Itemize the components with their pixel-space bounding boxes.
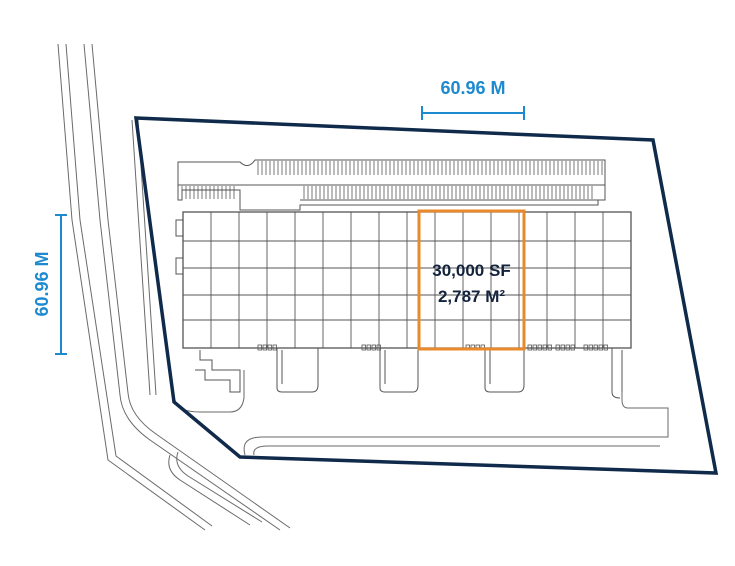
building-footprint bbox=[175, 211, 632, 349]
highlight-area-sf: 30,000 SF bbox=[432, 261, 510, 280]
scale-label-vertical: 60.96 M bbox=[32, 251, 52, 316]
parking-strip bbox=[177, 159, 606, 211]
highlight-area-outline bbox=[417, 209, 526, 351]
loading-docks bbox=[195, 348, 623, 399]
highlight-area-m2: 2,787 M² bbox=[438, 287, 505, 306]
site-boundary bbox=[133, 116, 719, 475]
scale-bar-vertical bbox=[55, 214, 67, 355]
column-grid bbox=[183, 212, 631, 348]
drive-aisle bbox=[174, 360, 669, 456]
scale-label-horizontal: 60.96 M bbox=[440, 78, 505, 98]
scale-bar-horizontal bbox=[421, 106, 525, 120]
parking-stalls bbox=[181, 161, 603, 199]
